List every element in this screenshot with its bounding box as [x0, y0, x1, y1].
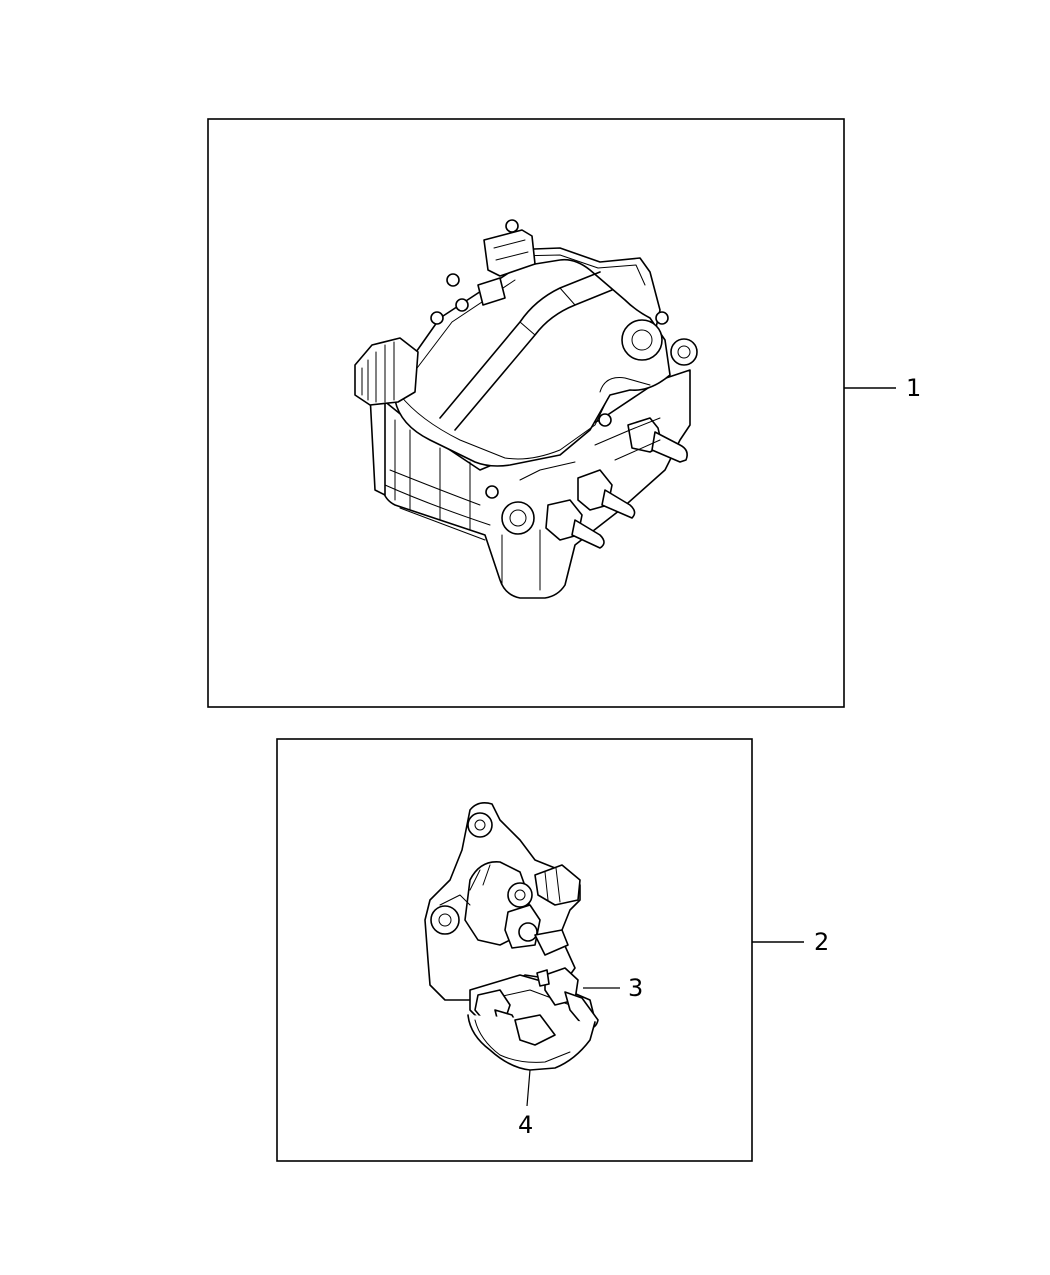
frame-item-1	[207, 118, 845, 708]
module-assembly-illustration	[354, 219, 698, 599]
callout-1: 1	[906, 374, 921, 402]
heater-valve-illustration	[424, 802, 599, 1071]
callout-4: 4	[518, 1111, 533, 1139]
callout-3: 3	[628, 974, 643, 1002]
callout-2: 2	[814, 928, 829, 956]
frame-item-2	[276, 738, 753, 1162]
leader-line-4	[526, 1069, 531, 1107]
